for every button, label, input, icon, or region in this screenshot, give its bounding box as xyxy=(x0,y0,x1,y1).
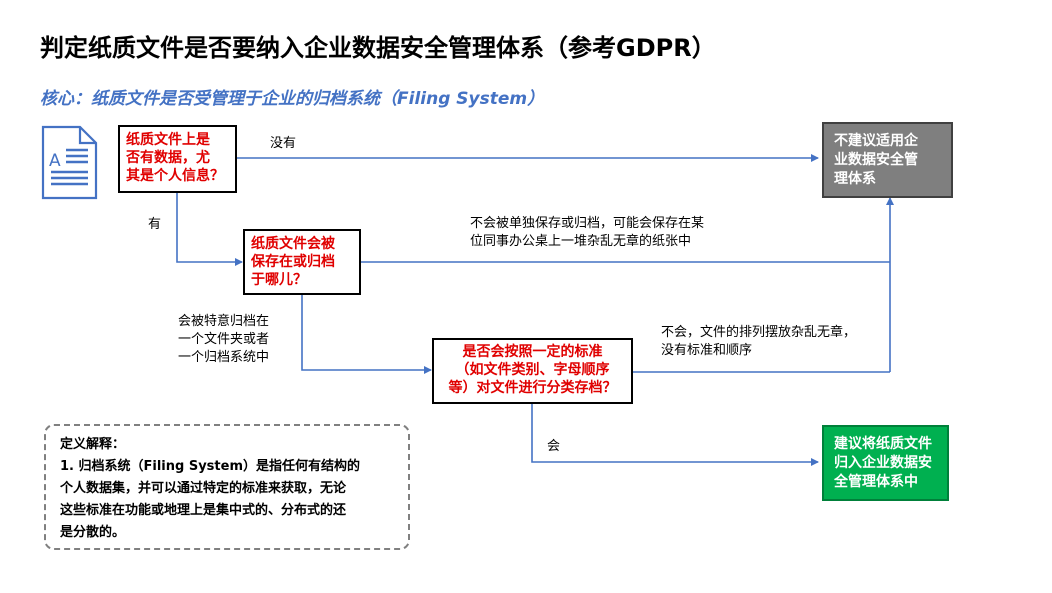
svg-text:A: A xyxy=(49,151,61,171)
definition-box: 定义解释： 1. 归档系统（Filing System）是指任何有结构的 个人数… xyxy=(44,424,410,550)
label-filed: 会被特意归档在 一个文件夹或者 一个归档系统中 xyxy=(178,314,270,365)
definition-line: 个人数据集，并可以通过特定的标准来获取，无论 xyxy=(60,481,347,496)
question-classified-filing: 是否会按照一定的标准 （如文件类别、字母顺序 等）对文件进行分类存档？ xyxy=(432,338,633,404)
edge-q2-filed xyxy=(301,295,432,374)
label-yes-standard: 会 xyxy=(547,439,561,454)
document-icon: A xyxy=(41,125,98,200)
result-not-recommended: 不建议适用企 业数据安全管 理体系 xyxy=(822,122,953,198)
label-no-data: 没有 xyxy=(270,136,297,151)
definition-line: 是分散的。 xyxy=(60,525,126,540)
edge-q1-yes xyxy=(176,193,243,266)
result-recommended: 建议将纸质文件 归入企业数据安 全管理体系中 xyxy=(822,425,949,501)
edge-q3-yes xyxy=(531,404,819,466)
page-title: 判定纸质文件是否要纳入企业数据安全管理体系（参考GDPR） xyxy=(40,34,716,62)
definition-heading: 定义解释： xyxy=(60,437,126,452)
definition-line: 这些标准在功能或地理上是集中式的、分布式的还 xyxy=(60,503,347,518)
subtitle: 核心：纸质文件是否受管理于企业的归档系统（Filing System） xyxy=(40,89,545,109)
label-not-filed: 不会被单独保存或归档，可能会保存在某 位同事办公桌上一堆杂乱无章的纸张中 xyxy=(470,216,705,249)
label-no-standard: 不会，文件的排列摆放杂乱无章， 没有标准和顺序 xyxy=(661,325,857,358)
question-where-stored: 纸质文件会被 保存在或归档 于哪儿？ xyxy=(243,229,361,295)
definition-line: 1. 归档系统（Filing System）是指任何有结构的 xyxy=(60,459,360,474)
question-has-personal-data: 纸质文件上是 否有数据，尤 其是个人信息？ xyxy=(118,125,237,193)
label-has-data: 有 xyxy=(148,217,162,232)
